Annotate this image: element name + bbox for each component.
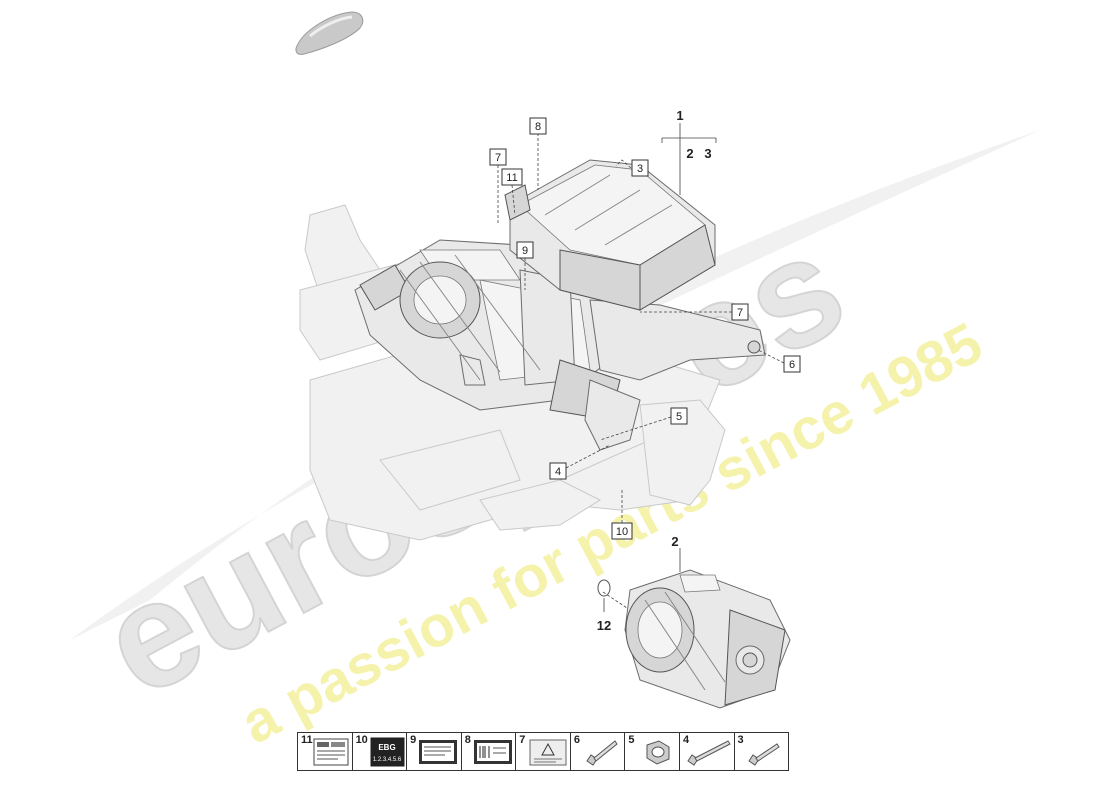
callout-4: 4 xyxy=(549,462,567,480)
svg-text:1: 1 xyxy=(676,108,683,123)
callout-7-right: 7 xyxy=(731,303,749,321)
data-plate-icon xyxy=(419,740,458,764)
svg-text:7: 7 xyxy=(495,152,501,164)
legend-num: 5 xyxy=(628,734,635,746)
legend-item-4[interactable]: 4 xyxy=(680,733,735,770)
legend-item-11[interactable]: 11 xyxy=(298,733,353,770)
callout-9: 9 xyxy=(516,241,534,259)
callout-7-top: 7 xyxy=(489,148,507,166)
svg-text:10: 10 xyxy=(616,526,628,538)
callout-5: 5 xyxy=(670,407,688,425)
svg-text:4: 4 xyxy=(555,466,561,478)
legend-num: 3 xyxy=(737,734,744,746)
legend-item-9[interactable]: 9 xyxy=(407,733,462,770)
nut-icon xyxy=(646,740,670,765)
callout-8: 8 xyxy=(529,117,547,135)
legend-num: 4 xyxy=(682,734,690,746)
drive-unit xyxy=(354,239,766,451)
ebg-label-code: 1.2.3.4.5.6 xyxy=(372,757,401,763)
svg-text:8: 8 xyxy=(535,121,541,133)
svg-text:6: 6 xyxy=(789,359,795,371)
seal-ring-icon xyxy=(597,579,611,597)
legend-item-10[interactable]: 10 EBG 1.2.3.4.5.6 xyxy=(353,733,408,770)
long-bolt-icon xyxy=(687,740,731,766)
callout-3-top: 3 xyxy=(631,159,649,177)
svg-text:11: 11 xyxy=(506,172,517,184)
legend-num: 11 xyxy=(301,734,313,746)
callout-11: 11 xyxy=(501,168,523,186)
svg-text:9: 9 xyxy=(522,245,528,257)
motor-detail: 2 12 xyxy=(597,534,791,709)
legend-item-5[interactable]: 5 xyxy=(625,733,680,770)
short-bolt-icon xyxy=(747,743,780,766)
svg-text:12: 12 xyxy=(597,618,611,633)
ebg-label-icon: EBG 1.2.3.4.5.6 xyxy=(370,737,405,767)
callout-10: 10 xyxy=(611,522,633,540)
inverter-housing xyxy=(504,159,716,311)
svg-text:5: 5 xyxy=(676,411,682,423)
callout-2-3: 2 3 xyxy=(686,146,711,161)
leader-lines xyxy=(497,123,785,612)
svg-text:7: 7 xyxy=(737,307,743,319)
barcode-label-icon xyxy=(473,740,512,764)
legend-item-6[interactable]: 6 xyxy=(571,733,626,770)
legend-num: 6 xyxy=(573,734,580,746)
svg-text:2: 2 xyxy=(671,534,678,549)
legend-num: 7 xyxy=(519,734,526,746)
parts-legend: 11 10 EBG 1.2.3.4.5.6 9 8 xyxy=(297,732,789,771)
legend-num: 10 xyxy=(355,734,368,746)
car-silhouette-icon xyxy=(295,11,364,55)
ebg-label-text: EBG xyxy=(378,743,395,752)
callout-1: 1 xyxy=(676,108,683,123)
legend-num: 9 xyxy=(410,734,417,746)
bolt-icon xyxy=(586,740,618,766)
warning-label-icon xyxy=(529,739,567,766)
legend-item-7[interactable]: 7 xyxy=(516,733,571,770)
svg-text:3: 3 xyxy=(637,163,643,175)
callout-6: 6 xyxy=(783,355,801,373)
legend-item-8[interactable]: 8 xyxy=(462,733,517,770)
legend-num: 8 xyxy=(464,734,471,746)
label-sticker-icon xyxy=(313,738,349,766)
legend-item-3[interactable]: 3 xyxy=(735,733,789,770)
svg-text:2 3: 2 3 xyxy=(686,146,711,161)
